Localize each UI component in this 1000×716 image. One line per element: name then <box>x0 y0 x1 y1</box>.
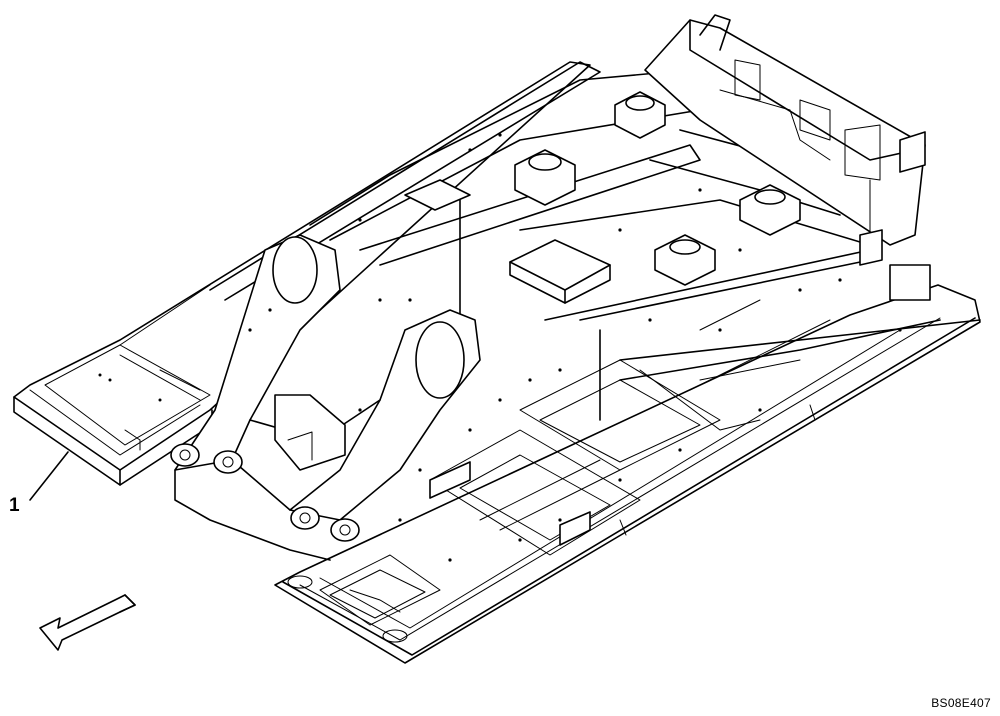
fastener-holes <box>248 133 902 562</box>
mounting-bosses <box>404 91 801 304</box>
center-floor-trays <box>429 299 831 556</box>
drawing-code: BS08E407 <box>931 696 991 710</box>
boom-support-plates <box>170 234 481 561</box>
callout-number: 1 <box>9 495 20 516</box>
right-side-deck <box>274 284 981 664</box>
rear-cross-member <box>644 14 931 301</box>
callout-leader-line <box>29 451 69 501</box>
front-direction-arrow-icon <box>39 594 136 651</box>
